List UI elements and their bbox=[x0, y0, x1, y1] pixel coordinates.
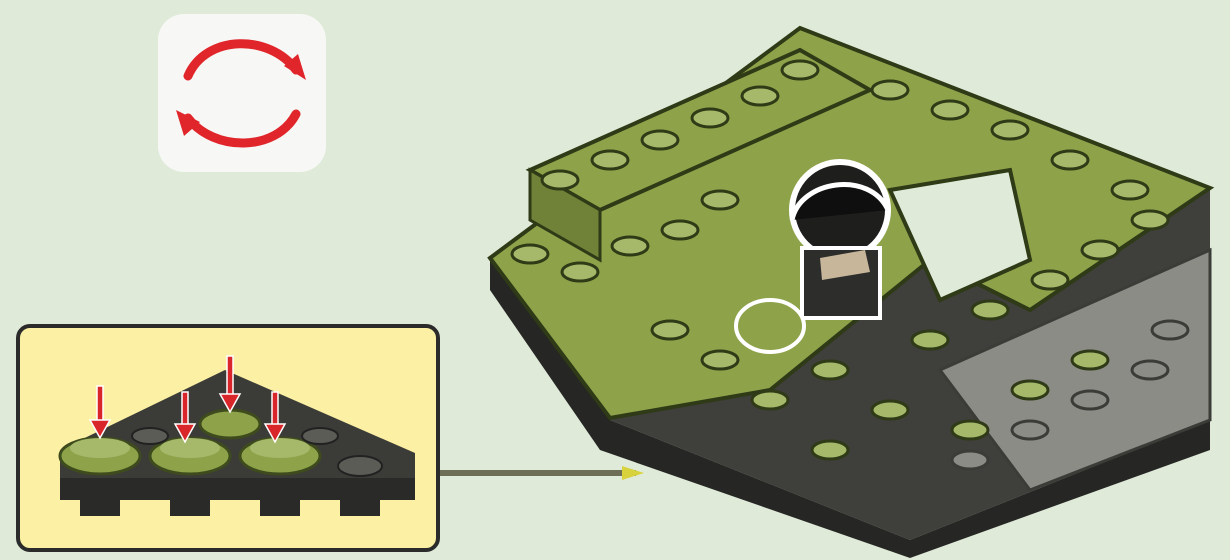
build-model bbox=[470, 10, 1230, 558]
rotate-model-icon bbox=[158, 14, 326, 172]
sub-assembly-callout bbox=[16, 324, 440, 552]
rotate-instruction-badge bbox=[158, 14, 326, 172]
callout-illustration bbox=[20, 328, 440, 552]
